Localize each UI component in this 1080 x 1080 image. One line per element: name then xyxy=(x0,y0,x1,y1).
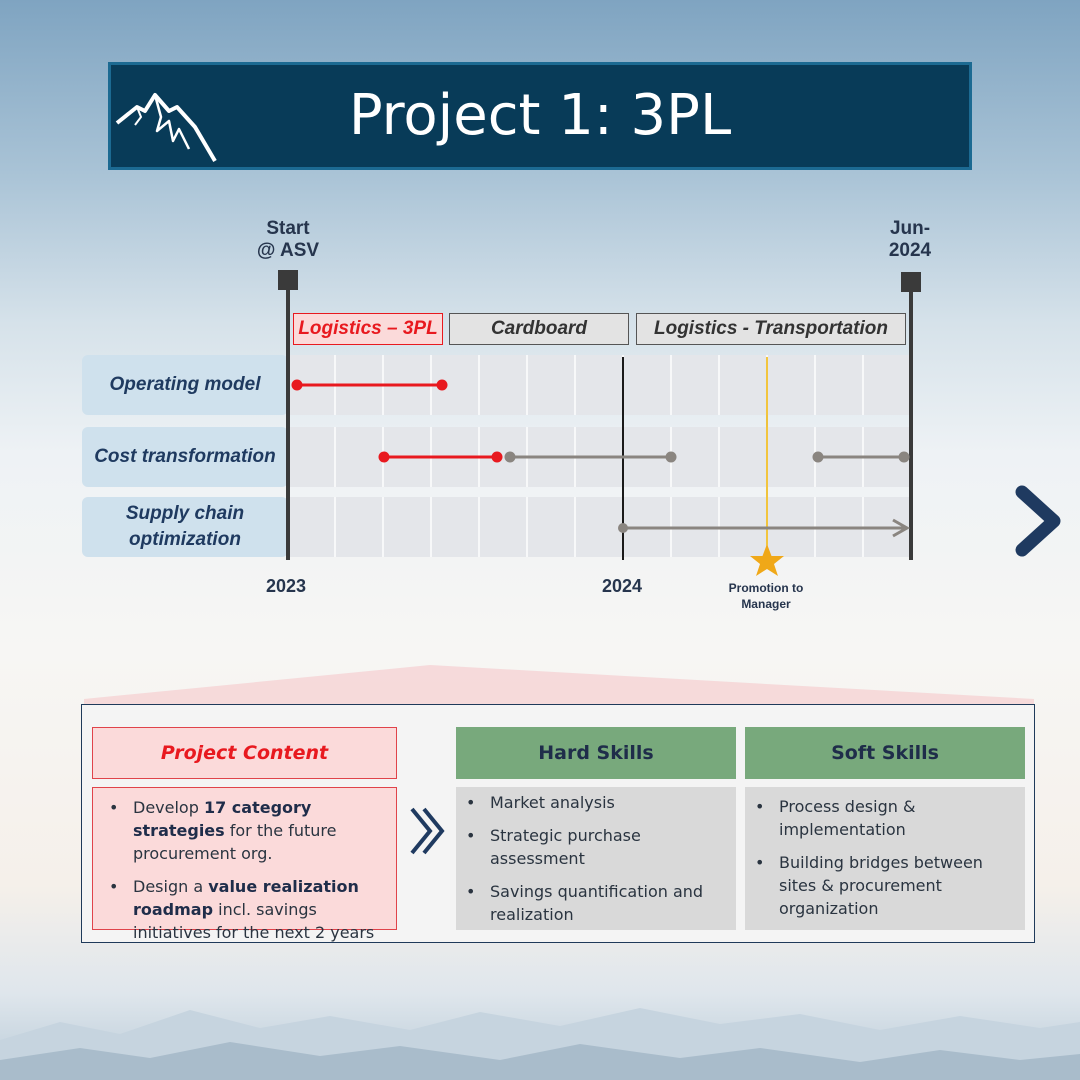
row-label-supply-chain-optimization: Supply chain optimization xyxy=(82,497,288,557)
promotion-label: Promotion to Manager xyxy=(728,581,804,611)
hard-skills-box: Market analysis Strategic purchase asses… xyxy=(456,787,736,930)
phase-logistics-3pl: Logistics – 3PL xyxy=(293,313,443,345)
page-title: Project 1: 3PL xyxy=(348,83,732,148)
list-item: Design a value realization roadmap incl.… xyxy=(109,875,388,944)
project-content-title: Project Content xyxy=(160,742,329,764)
start-label: Start @ ASV xyxy=(256,218,320,261)
content-panel: Project Content Develop 17 category stra… xyxy=(81,704,1035,943)
soft-skills-title: Soft Skills xyxy=(831,742,939,764)
hard-skills-header: Hard Skills xyxy=(456,727,736,779)
chevron-right-icon[interactable] xyxy=(1008,484,1068,558)
project-content-box: Develop 17 category strategies for the f… xyxy=(92,787,397,942)
title-banner: Project 1: 3PL xyxy=(108,62,972,170)
list-item: Market analysis xyxy=(466,791,728,814)
project-content-header: Project Content xyxy=(92,727,397,779)
list-item: Savings quantification and realization xyxy=(466,880,728,926)
double-chevron-icon xyxy=(410,807,445,855)
phase-cardboard: Cardboard xyxy=(449,313,629,345)
star-icon xyxy=(750,544,784,576)
year-2024-label: 2024 xyxy=(602,576,643,596)
phase-logistics-transportation: Logistics - Transportation xyxy=(636,313,906,345)
start-marker xyxy=(278,270,298,290)
list-item: Strategic purchase assessment xyxy=(466,824,728,870)
background-mountains xyxy=(0,1008,1080,1080)
soft-skills-header: Soft Skills xyxy=(745,727,1025,779)
list-item: Develop 17 category strategies for the f… xyxy=(109,796,388,865)
row-label-operating-model: Operating model xyxy=(82,355,288,415)
timeline-overlay xyxy=(278,270,921,576)
end-label: Jun- 2024 xyxy=(888,218,932,261)
list-item: Building bridges between sites & procure… xyxy=(755,851,1017,920)
list-item: Process design & implementation xyxy=(755,795,1017,841)
hard-skills-title: Hard Skills xyxy=(538,742,654,764)
zoom-connector xyxy=(84,665,1034,705)
row-label-cost-transformation: Cost transformation xyxy=(82,427,288,487)
soft-skills-box: Process design & implementation Building… xyxy=(745,787,1025,930)
year-2023-label: 2023 xyxy=(266,576,307,596)
end-marker xyxy=(901,272,921,292)
mountain-logo-icon xyxy=(115,93,217,163)
